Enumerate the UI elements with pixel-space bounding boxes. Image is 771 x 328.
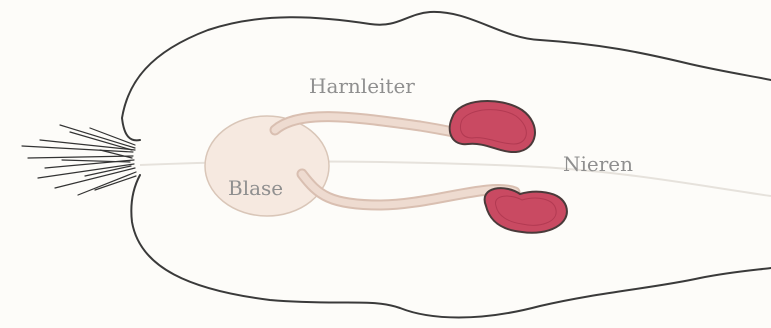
label-nieren: Nieren: [563, 154, 633, 174]
label-harnleiter: Harnleiter: [309, 76, 415, 96]
kidney-upper: [450, 101, 535, 152]
tail-hair: [22, 125, 136, 195]
label-blase: Blase: [228, 178, 283, 198]
bladder: [205, 116, 329, 216]
